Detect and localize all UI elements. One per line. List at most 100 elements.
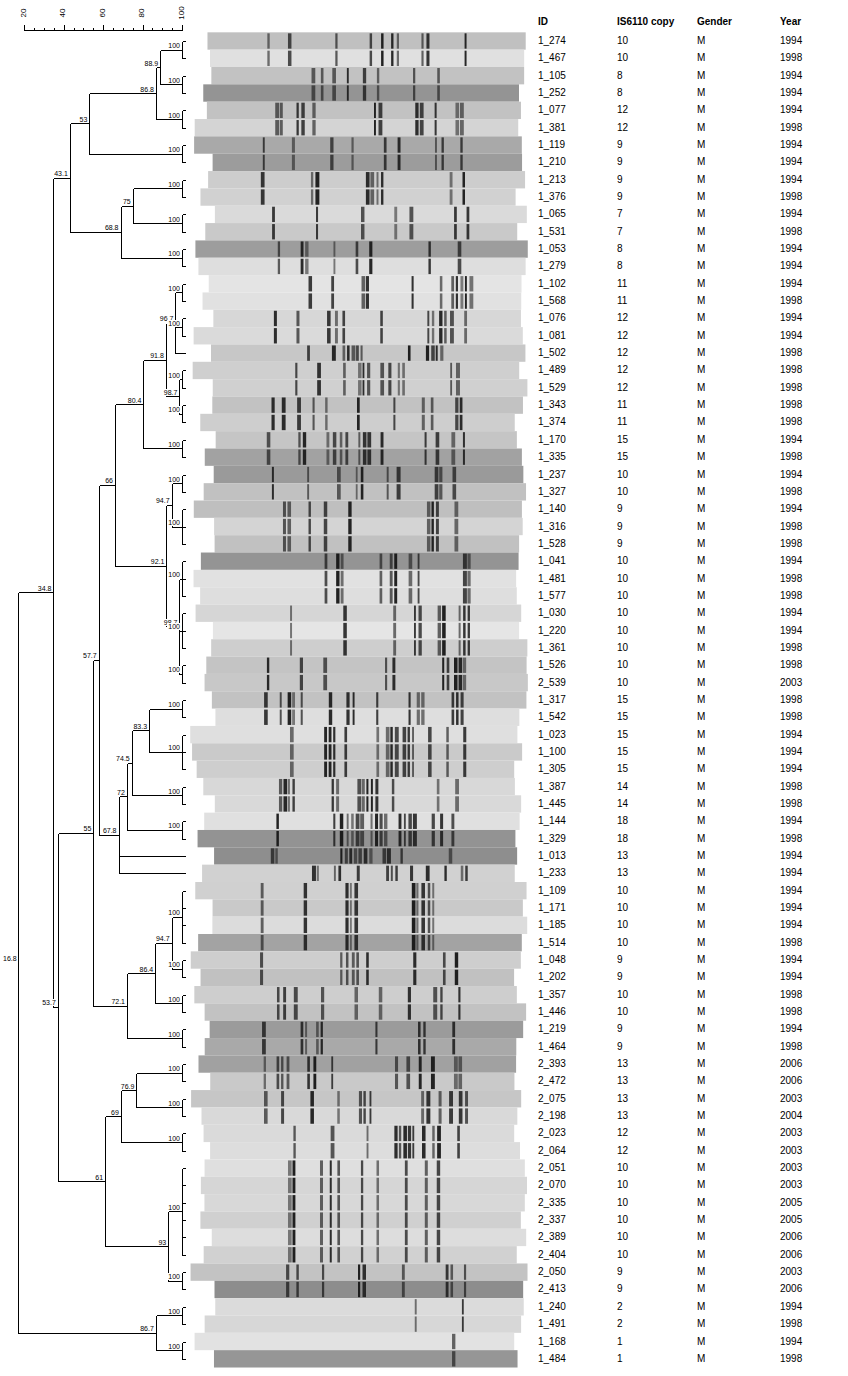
gel-band	[348, 519, 351, 534]
gel-band	[465, 51, 467, 66]
gel-band	[440, 276, 443, 291]
gel-band	[288, 1160, 292, 1175]
gel-band	[408, 1126, 411, 1141]
dendrogram-branch	[18, 593, 19, 1334]
gel-band	[399, 831, 402, 846]
similarity-value: 100	[167, 788, 181, 795]
gel-band	[344, 744, 347, 759]
gel-band	[346, 952, 348, 967]
gel-band	[264, 1091, 268, 1106]
gel-band	[330, 137, 333, 152]
gel-band	[360, 831, 364, 846]
table-cell: 1998	[780, 487, 802, 497]
gel-band	[330, 1247, 332, 1262]
gel-band	[324, 502, 327, 517]
dendrogram-branch	[183, 405, 186, 406]
table-cell: 2	[617, 1319, 623, 1329]
gel-band	[362, 293, 366, 308]
gel-band	[287, 1056, 290, 1071]
similarity-value: 100	[167, 571, 181, 578]
gel-band	[362, 796, 365, 811]
table-cell: 8	[617, 71, 623, 81]
gel-band	[377, 189, 379, 204]
gel-band	[461, 710, 464, 725]
similarity-value: 55	[83, 825, 93, 832]
gel-band	[356, 241, 359, 256]
gel-band	[414, 640, 416, 655]
table-cell: 2_539	[538, 678, 566, 688]
gel-band	[467, 207, 470, 222]
lane-ground	[190, 726, 517, 743]
gel-band	[321, 1004, 324, 1019]
lane-ground	[207, 32, 525, 49]
dendrogram-branch	[144, 448, 183, 449]
gel-band	[417, 710, 420, 725]
lane-ground	[201, 1177, 527, 1194]
gel-band	[412, 918, 416, 933]
gel-band	[327, 328, 331, 343]
gel-band	[317, 380, 321, 395]
dendrogram-branch	[133, 795, 183, 796]
gel-band	[439, 467, 442, 482]
gel-band	[456, 710, 458, 725]
gel-band	[464, 311, 467, 326]
similarity-value: 92.1	[150, 558, 166, 565]
gel-band	[315, 172, 319, 187]
gel-band	[379, 987, 383, 1002]
gel-band	[280, 710, 282, 725]
gel-band	[288, 33, 291, 48]
gel-band	[346, 692, 349, 707]
gel-band	[337, 1108, 339, 1123]
gel-band	[361, 1195, 363, 1210]
similarity-value: 86.4	[139, 966, 155, 973]
table-cell: 1994	[780, 1024, 802, 1034]
gel-band	[425, 1195, 428, 1210]
table-cell: M	[697, 972, 705, 982]
gel-lane	[200, 587, 517, 604]
table-cell: 10	[617, 920, 628, 930]
table-cell: 1994	[780, 955, 802, 965]
dendrogram-branch	[137, 1107, 183, 1108]
gel-band	[426, 33, 429, 48]
gel-band	[305, 1039, 307, 1054]
table-cell: 2003	[780, 678, 802, 688]
gel-band	[312, 103, 315, 118]
gel-band	[267, 432, 271, 447]
table-cell: 8	[617, 244, 623, 254]
gel-band	[450, 328, 454, 343]
lane-ground	[201, 1107, 517, 1124]
dendrogram-branch	[183, 735, 186, 736]
table-cell: M	[697, 88, 705, 98]
table-cell: 1994	[780, 851, 802, 861]
gel-band	[443, 952, 446, 967]
table-cell: M	[697, 1319, 705, 1329]
table-cell: M	[697, 209, 705, 219]
gel-band	[469, 293, 473, 308]
gel-band	[278, 241, 280, 256]
gel-band	[301, 1022, 304, 1037]
table-cell: 7	[617, 209, 623, 219]
table-cell: 1_317	[538, 695, 566, 705]
dendrogram-branch	[122, 1142, 183, 1143]
table-cell: 1994	[780, 71, 802, 81]
dendrogram-branch	[183, 509, 186, 510]
table-cell: 9	[617, 1267, 623, 1277]
gel-band	[292, 692, 295, 707]
dendrogram-branch	[173, 969, 183, 970]
table-cell: 2_393	[538, 1059, 566, 1069]
table-cell: 11	[617, 296, 627, 306]
gel-band	[393, 415, 395, 430]
gel-band	[446, 1282, 449, 1297]
table-cell: 1998	[780, 365, 802, 375]
gel-band	[425, 1247, 428, 1262]
gel-band	[337, 1091, 339, 1106]
gel-band	[290, 640, 292, 655]
gel-band	[423, 1022, 425, 1037]
gel-band	[347, 345, 350, 360]
dendrogram-branch	[183, 717, 186, 718]
table-cell: 13	[617, 1111, 628, 1121]
table-cell: M	[697, 140, 705, 150]
gel-band	[357, 415, 360, 430]
similarity-value: 88.9	[143, 60, 159, 67]
table-cell: 10	[617, 990, 628, 1000]
